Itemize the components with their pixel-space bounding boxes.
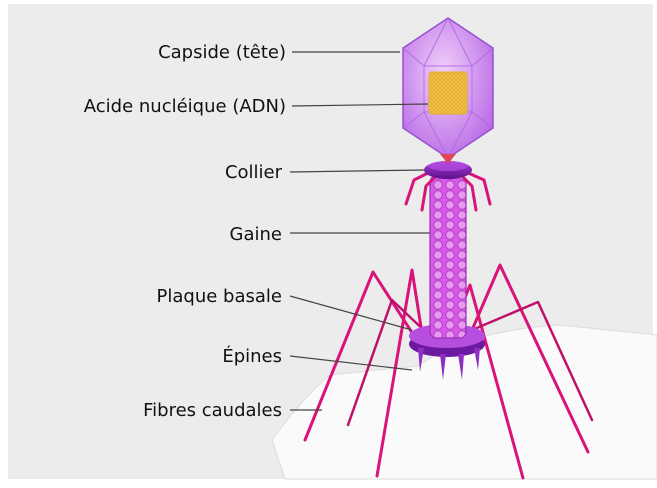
sheath	[430, 176, 466, 338]
label-nucleic-acid: Acide nucléique (ADN)	[84, 96, 286, 117]
label-spikes: Épines	[222, 345, 282, 367]
label-tail-fibers: Fibres caudales	[143, 400, 282, 421]
label-collar: Collier	[225, 162, 283, 183]
label-capsid: Capside (tête)	[158, 42, 286, 63]
label-sheath: Gaine	[230, 224, 282, 245]
dna-core	[429, 72, 467, 114]
label-base-plate: Plaque basale	[157, 286, 282, 307]
